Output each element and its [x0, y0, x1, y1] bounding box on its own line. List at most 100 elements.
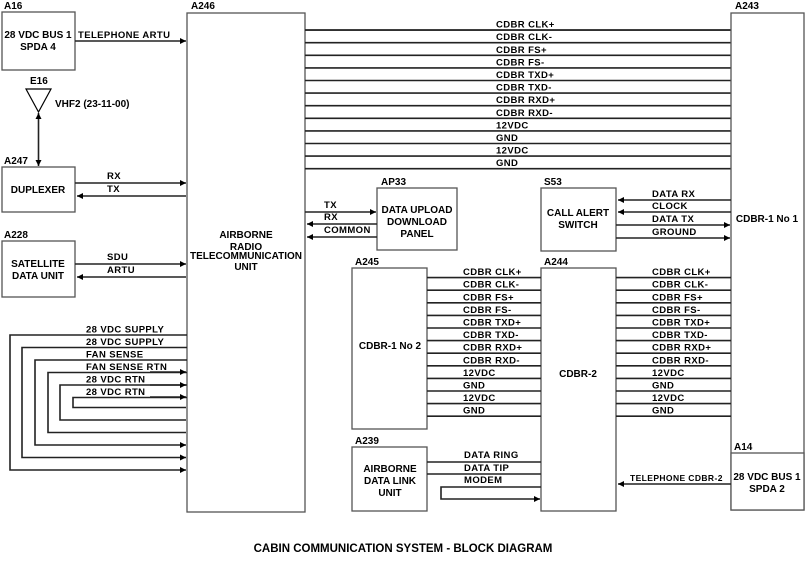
ref-a246: A246	[191, 1, 215, 12]
left-bus-signal-label: 12VDC	[463, 393, 496, 404]
ref-ap33: AP33	[381, 177, 406, 188]
a247-box	[1, 166, 76, 213]
top-bus-signal-label: CDBR TXD+	[496, 70, 554, 81]
a228-line-2: DATA UNIT	[12, 271, 64, 282]
a246-box	[186, 12, 306, 513]
right-bus-signal-label: 12VDC	[652, 368, 685, 379]
component-a243[interactable]: A243 CDBR-1 No 1	[730, 1, 805, 511]
ap33-box	[376, 187, 458, 251]
left-bus-signal-label: CDBR CLK-	[463, 280, 519, 291]
component-a247[interactable]: A247 DUPLEXER	[1, 156, 76, 213]
modem-label: MODEM	[464, 475, 502, 486]
right-bus-signal-label: CDBR TXD-	[652, 330, 708, 341]
ap33-line-3: PANEL	[400, 229, 433, 240]
component-a228[interactable]: A228 SATELLITE DATA UNIT	[1, 230, 76, 298]
a16-line-1: 28 VDC BUS 1	[4, 30, 72, 41]
power-loop-wire	[47, 371, 187, 434]
ap33-rx-label: RX	[324, 212, 338, 223]
component-a245[interactable]: A245 CDBR-1 No 2	[351, 257, 428, 430]
left-bus-signal-label: CDBR CLK+	[463, 267, 522, 278]
a247-line-1: DUPLEXER	[11, 185, 66, 196]
top-bus-signal-label: GND	[496, 158, 518, 169]
a16-line-2: SPDA 4	[20, 42, 56, 53]
component-a16[interactable]: A16 28 VDC BUS 1 SPDA 4	[1, 1, 76, 71]
left-bus-signal-label: CDBR TXD-	[463, 330, 519, 341]
a228-line-1: SATELLITE	[11, 259, 65, 270]
a239-line-1: AIRBORNE	[363, 464, 417, 475]
a14-box	[730, 452, 805, 511]
modem-wire	[440, 486, 541, 502]
ref-a14: A14	[734, 442, 753, 453]
top-bus-signal-label: 12VDC	[496, 120, 529, 131]
power-signal-label: 28 VDC SUPPLY	[86, 337, 165, 348]
top-bus-signal-label: CDBR CLK-	[496, 32, 552, 43]
s53-data-rx-label: DATA RX	[652, 189, 696, 200]
a246-line-4: UNIT	[234, 262, 257, 273]
rx-label: RX	[107, 171, 121, 182]
ref-e16: E16	[30, 76, 48, 87]
right-bus-signal-label: CDBR RXD-	[652, 355, 709, 366]
s53-line-1: CALL ALERT	[547, 208, 609, 219]
left-bus-signal-label: CDBR FS-	[463, 305, 512, 316]
power-signal-label: FAN SENSE RTN	[86, 362, 167, 373]
s53-clock-label: CLOCK	[652, 201, 688, 212]
component-a239[interactable]: A239 AIRBORNE DATA LINK UNIT	[351, 436, 428, 512]
a228-box	[1, 240, 76, 298]
ref-a247: A247	[4, 156, 28, 167]
ref-a228: A228	[4, 230, 28, 241]
ref-s53: S53	[544, 177, 562, 188]
ref-a245: A245	[355, 257, 379, 268]
component-ap33[interactable]: AP33 DATA UPLOAD DOWNLOAD PANEL	[376, 177, 458, 251]
left-bus-signal-label: CDBR FS+	[463, 292, 514, 303]
ap33-line-1: DATA UPLOAD	[382, 205, 453, 216]
ref-a16: A16	[4, 1, 23, 12]
sdu-label: SDU	[107, 252, 128, 263]
s53-box	[540, 187, 617, 252]
ref-a239: A239	[355, 436, 379, 447]
a239-line-2: DATA LINK	[364, 476, 417, 487]
power-signal-label: FAN SENSE	[86, 350, 143, 361]
top-bus-signal-label: CDBR RXD-	[496, 108, 553, 119]
right-bus-signal-label: 12VDC	[652, 393, 685, 404]
ap33-tx-label: TX	[324, 200, 337, 211]
left-bus-signal-label: GND	[463, 381, 485, 392]
data-tip-label: DATA TIP	[464, 463, 510, 474]
component-a14[interactable]: A14 28 VDC BUS 1 SPDA 2	[730, 442, 805, 511]
a245-line-1: CDBR-1 No 2	[359, 341, 422, 352]
e16-label: VHF2 (23-11-00)	[55, 99, 129, 110]
diagram-title: CABIN COMMUNICATION SYSTEM - BLOCK DIAGR…	[254, 543, 553, 555]
component-a246[interactable]: A246 AIRBORNE RADIO TELECOMMUNICATION UN…	[186, 1, 306, 513]
top-bus-signal-label: CDBR RXD+	[496, 95, 555, 106]
component-a244[interactable]: A244 CDBR-2	[540, 257, 617, 512]
artu-label: ARTU	[107, 265, 135, 276]
right-bus-signal-label: CDBR CLK-	[652, 280, 708, 291]
component-s53[interactable]: S53 CALL ALERT SWITCH	[540, 177, 617, 252]
a246-line-1: AIRBORNE	[219, 230, 273, 241]
top-bus-signal-label: CDBR FS-	[496, 57, 545, 68]
right-bus-signal-label: CDBR FS-	[652, 305, 701, 316]
s53-ground-label: GROUND	[652, 227, 697, 238]
left-bus-signal-label: CDBR RXD+	[463, 343, 522, 354]
cdbr-bus-a244-a243: CDBR CLK+CDBR CLK-CDBR FS+CDBR FS-CDBR T…	[616, 267, 731, 418]
tx-label: TX	[107, 184, 120, 195]
right-bus-signal-label: CDBR FS+	[652, 292, 703, 303]
a244-line-1: CDBR-2	[559, 369, 597, 380]
top-bus-signal-label: CDBR FS+	[496, 45, 547, 56]
right-bus-signal-label: GND	[652, 381, 674, 392]
left-bus-signal-label: 12VDC	[463, 368, 496, 379]
component-e16: E16 VHF2 (23-11-00)	[24, 76, 129, 114]
a246-line-3: TELECOMMUNICATION	[190, 251, 302, 262]
left-bus-signal-label: GND	[463, 406, 485, 417]
power-loop-wire	[9, 334, 187, 473]
ref-a243: A243	[735, 1, 759, 12]
left-bus-signal-label: CDBR RXD-	[463, 355, 520, 366]
top-bus-signal-label: CDBR TXD-	[496, 83, 552, 94]
a239-box	[351, 446, 428, 512]
power-signal-label: 28 VDC RTN	[86, 387, 145, 398]
a14-line-1: 28 VDC BUS 1	[733, 472, 801, 483]
a244-box	[540, 267, 617, 512]
power-signal-label: 28 VDC RTN	[86, 375, 145, 386]
a14-line-2: SPDA 2	[749, 484, 785, 495]
power-loop-wire	[59, 384, 187, 421]
